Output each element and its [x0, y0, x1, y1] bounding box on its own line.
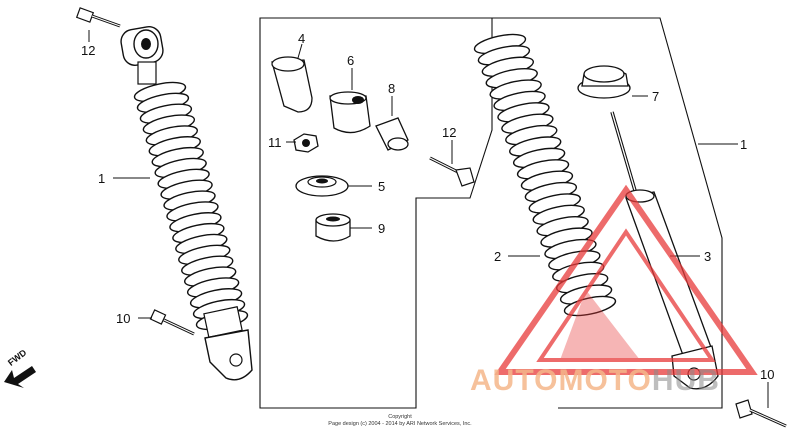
- part-8-collar: [375, 117, 409, 151]
- callout-4: 4: [298, 31, 306, 46]
- part-4-bushing: [271, 56, 313, 113]
- callout-7: 7: [652, 89, 660, 104]
- bolt-12-middle: [429, 156, 475, 187]
- callout-6: 6: [347, 53, 355, 68]
- watermark-text-primary: AUTOMOTO: [470, 364, 652, 397]
- copyright-line-1: Copyright: [388, 414, 412, 420]
- callout-9: 9: [378, 221, 386, 236]
- part-3-damper: [610, 111, 719, 390]
- fwd-arrow-icon: [4, 366, 36, 388]
- callout-8: 8: [388, 81, 396, 96]
- callout-2: 2: [494, 249, 502, 264]
- watermark-logo: [494, 184, 758, 375]
- part-7-spring-seat: [577, 65, 631, 99]
- callout-12-middle: 12: [442, 125, 457, 140]
- callout-10-left: 10: [116, 311, 131, 326]
- part-9-bushing: [315, 213, 351, 242]
- callout-3: 3: [704, 249, 712, 264]
- part-6-rubber-bushing: [329, 91, 371, 134]
- right-spring-coil: [563, 295, 617, 317]
- part-2-spring: [473, 33, 617, 317]
- bolt-10-right: [735, 399, 787, 428]
- bolt-10-left: [149, 309, 195, 336]
- watermark-text-secondary: HUB: [651, 364, 720, 397]
- part-11-nut: [293, 133, 319, 153]
- copyright-line-2: Page design (c) 2004 - 2014 by ARI Netwo…: [328, 421, 472, 427]
- watermark-text: AUTOMOTOHUB: [470, 366, 720, 396]
- callout-5: 5: [378, 179, 386, 194]
- part-5-washer: [295, 175, 349, 197]
- bolt-12-left: [75, 7, 121, 28]
- callout-1-right: 1: [740, 137, 748, 152]
- copyright-notice: Copyright Page design (c) 2004 - 2014 by…: [250, 414, 550, 428]
- callout-1-left: 1: [98, 171, 106, 186]
- left-shock-absorber: [120, 26, 253, 381]
- callout-11: 11: [268, 135, 282, 150]
- callout-10-right: 10: [760, 367, 775, 382]
- callout-12-left: 12: [81, 43, 96, 58]
